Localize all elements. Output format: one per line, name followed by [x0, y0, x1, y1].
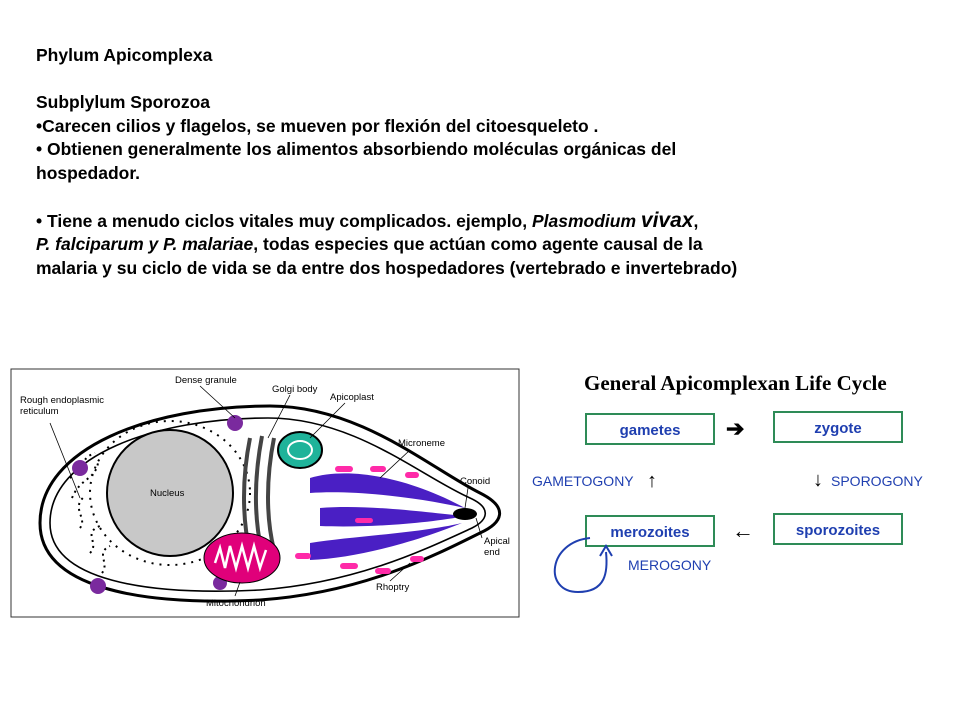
malaria-line: malaria y su ciclo de vida se da entre d… [36, 257, 738, 278]
species-vivax: vivax [640, 208, 694, 232]
species-falciparum-malariae: P. falciparum y P. malariae [36, 234, 254, 254]
apicoplast [277, 431, 323, 469]
merozoites-box [585, 515, 715, 547]
zygote-label: zygote [814, 420, 862, 437]
gametogony-label: GAMETOGONY [532, 473, 634, 489]
dense-granule [90, 578, 106, 594]
apicoplast-label: Apicoplast [330, 392, 374, 403]
slide-text: Phylum Apicomplexa Subplylum Sporozoa •C… [36, 44, 936, 280]
rer-tubules [69, 452, 111, 574]
arrow-up-icon: ↑ [647, 470, 657, 492]
dense-granule [72, 460, 88, 476]
microneme-label: Microneme [398, 438, 445, 449]
rhoptry-label: Rhoptry [376, 582, 410, 593]
bullet-life-cycles-text: • Tiene a menudo ciclos vitales muy comp… [36, 210, 532, 231]
apicomplexan-life-cycle-diagram: General Apicomplexan Life Cycle gametes … [532, 371, 923, 594]
mitochondrion [203, 532, 281, 584]
mitochondrion-label: Mitochondrion [206, 598, 266, 609]
sporozoites-label: sporozoites [796, 522, 880, 539]
subphylum-heading: Subplylum Sporozoa [36, 92, 211, 112]
phylum-heading: Phylum Apicomplexa [36, 45, 213, 65]
species-line: P. falciparum y P. malariae, todas espec… [36, 233, 936, 257]
conoid [453, 508, 477, 520]
sporogony-label: SPOROGONY [831, 473, 923, 489]
bullet-locomotion: •Carecen cilios y flagelos, se mueven po… [36, 115, 599, 136]
rer-ring [89, 420, 251, 566]
arrow-right-icon: ➔ [726, 416, 744, 441]
comma: , [693, 210, 699, 231]
conoid-label: Conoid [460, 476, 490, 487]
bullet-nutrition-cont: hospedador. [36, 162, 141, 183]
gametes-box [585, 413, 715, 445]
inner-membrane [49, 417, 487, 592]
life-cycle-title: General Apicomplexan Life Cycle [584, 371, 887, 395]
bullet-nutrition: • Obtienen generalmente los alimentos ab… [36, 139, 677, 159]
nucleus-label: Nucleus [150, 488, 185, 499]
sporozoites-box [773, 513, 903, 545]
species-plasmodium: Plasmodium [531, 210, 641, 231]
nucleus [106, 429, 234, 557]
rhoptry-spots [295, 466, 424, 574]
merogony-label: MEROGONY [628, 557, 712, 573]
gametes-label: gametes [620, 422, 681, 439]
apicoplast-inner [287, 440, 313, 460]
dense-granule [227, 415, 243, 431]
merozoites-label: merozoites [610, 524, 689, 541]
golgi-label: Golgi body [272, 384, 318, 395]
arrow-left-icon: ← [732, 518, 754, 543]
merogony-loop-arrow [553, 537, 608, 594]
bullet-life-cycles: • Tiene a menudo ciclos vitales muy comp… [36, 209, 936, 234]
leader-lines [49, 385, 483, 597]
species-line-text: , todas especies que actúan como agente … [253, 234, 703, 254]
merogony-arrowhead [599, 544, 613, 557]
zygote-box [773, 411, 903, 443]
dense-granule-label: Dense granule [175, 375, 237, 386]
arrow-down-icon: ↓ [813, 469, 823, 491]
